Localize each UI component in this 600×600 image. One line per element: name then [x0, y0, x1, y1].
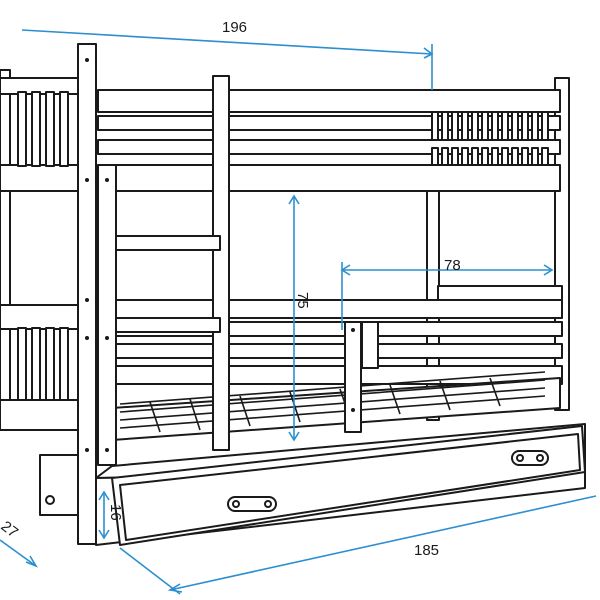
- dimension-bed-height-gap: 75: [288, 194, 311, 442]
- drawer-handle-right: [511, 450, 549, 466]
- lower-bed-rails: [111, 285, 563, 385]
- dim-label-bed-height-gap: 75: [294, 292, 311, 309]
- left-back-end-panel: [0, 69, 83, 431]
- dim-label-depth: 27: [0, 518, 21, 542]
- dimension-drawer-length: 185: [119, 495, 597, 595]
- drawer-side-left: [39, 454, 79, 516]
- front-left-end-panel: [77, 43, 117, 545]
- dim-label-overall-length: 196: [222, 19, 247, 36]
- upper-rail-slats: [431, 111, 549, 166]
- dim-label-guard-length: 78: [444, 257, 461, 274]
- drawer-handle-left: [227, 496, 277, 512]
- dimension-guard-length: 78: [340, 257, 554, 330]
- upper-end-slats: [17, 91, 69, 167]
- dim-label-drawer-length: 185: [414, 542, 439, 559]
- dimension-depth: 27: [0, 518, 38, 568]
- dimension-overall-length: 196: [21, 19, 434, 90]
- ladder: [115, 75, 230, 451]
- lower-end-slats: [17, 327, 69, 401]
- upper-bed-rails: [97, 89, 561, 192]
- dimension-drawer-height: 16: [98, 490, 124, 540]
- dim-label-drawer-height: 16: [107, 504, 124, 521]
- lower-safety-guard: [344, 321, 379, 433]
- storage-drawer: [95, 423, 586, 546]
